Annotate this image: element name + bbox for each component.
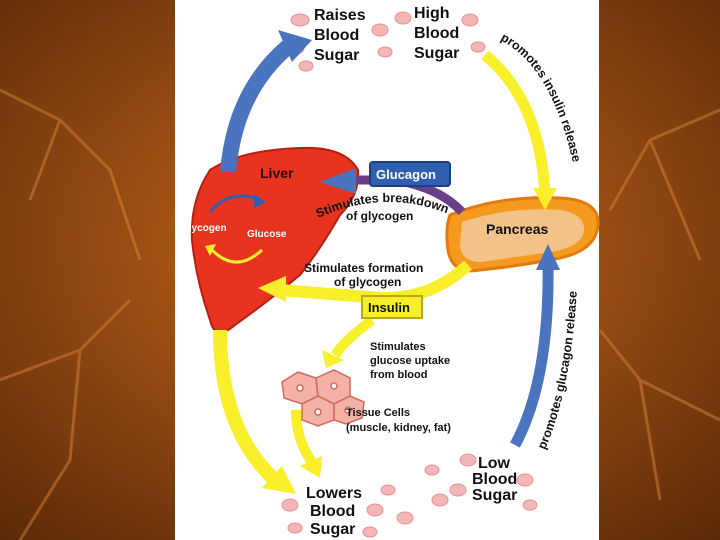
formation-label: Stimulates formation of glycogen (304, 261, 427, 289)
insulin-label: Insulin (368, 300, 410, 315)
raises-blood-sugar: Raises Blood Sugar (314, 7, 370, 64)
uptake-label: Stimulates glucose uptake from blood (370, 341, 453, 381)
glucose-label: Glucose (247, 229, 287, 240)
glucagon-box (369, 161, 451, 187)
pancreas-label: Pancreas (486, 221, 548, 237)
liver-label: Liver (260, 165, 294, 181)
tissue-cells (281, 369, 365, 427)
glucagon-label: Glucagon (376, 167, 436, 182)
insulin-box (361, 295, 423, 319)
glycogen-label: Glycogen (181, 223, 227, 234)
lowers-blood-sugar: Lowers Blood Sugar (306, 485, 366, 538)
tissue-cells-label: Tissue Cells (muscle, kidney, fat) (346, 407, 451, 434)
high-blood-sugar: High Blood Sugar (414, 5, 464, 62)
breakdown-label-2: of glycogen (346, 209, 413, 223)
liver-shape (190, 146, 360, 334)
low-blood-sugar: Low Blood Sugar (472, 455, 522, 504)
